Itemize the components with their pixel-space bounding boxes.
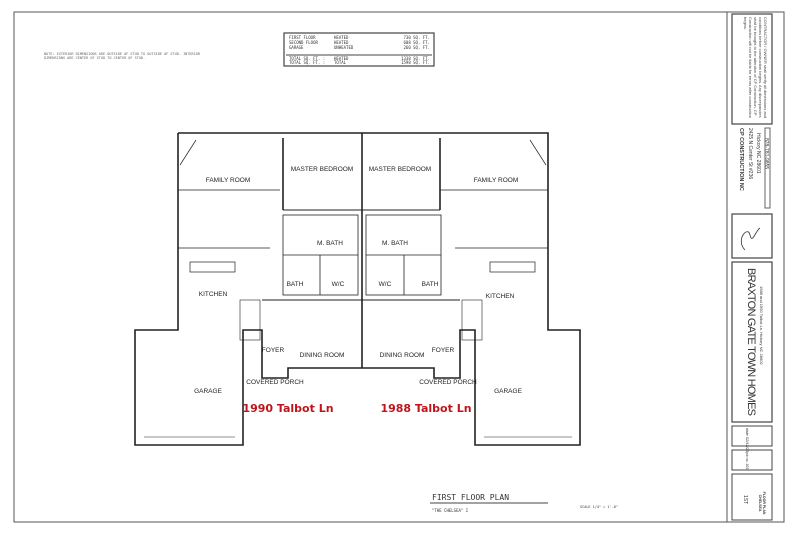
room-label: BATH <box>422 281 439 288</box>
total-label: TOTAL SQ. FT. : <box>289 60 325 65</box>
address-left: 1990 Talbot Ln <box>242 402 333 415</box>
row-type: UNHEATED <box>334 45 354 50</box>
sheet-code: 1ST <box>742 495 748 504</box>
room-label: COVERED PORCH <box>246 379 304 386</box>
total-area: 1598 SQ. FT. <box>401 60 430 65</box>
title-block: CONTRACTOR / OWNER shall verify all dime… <box>731 13 773 521</box>
scale-note: SCALE 1/4" = 1'-0" <box>580 505 618 509</box>
row-label: FIRST FLOOR <box>289 35 316 40</box>
room-label: MASTER BEDROOM <box>369 166 431 173</box>
row-type: HEATED <box>334 40 349 45</box>
sheet-date: date 02/11/23 <box>745 428 750 453</box>
room-label: FOYER <box>432 347 455 354</box>
row-area: 730 SQ. FT. <box>404 35 431 40</box>
room-label: GARAGE <box>194 388 222 395</box>
company-city: Hickory NC 28601 <box>755 133 761 174</box>
room-label: M. BATH <box>317 240 343 247</box>
row-area: 260 SQ. FT. <box>404 45 431 50</box>
company-name: CP CONSTRUCTION NC <box>738 128 744 191</box>
sheet-name: FLOOR PLAN CHELSEA <box>758 492 766 515</box>
total-area: 1338 SQ. FT. <box>401 56 430 61</box>
room-label: KITCHEN <box>486 293 515 300</box>
row-label: SECOND FLOOR <box>289 40 318 45</box>
dimension-note: NOTE: EXTERIOR DIMENSIONS ARE OUTSIDE OF… <box>44 52 200 60</box>
company-address: 2425 N Center St #236 <box>747 128 753 179</box>
project-address: 1988 and 1990 Talbot Ln. Hickory NC 2860… <box>759 286 764 365</box>
room-label: KITCHEN <box>199 291 228 298</box>
room-label: FOYER <box>262 347 285 354</box>
row-area: 608 SQ. FT. <box>404 40 431 45</box>
room-label: COVERED PORCH <box>419 379 477 386</box>
room-label: M. BATH <box>382 240 408 247</box>
project-name: BRAXTON GATE TOWN HOMES <box>745 268 757 416</box>
row-type: HEATED <box>334 35 349 40</box>
sheet-border <box>13 11 785 523</box>
room-label: W/C <box>379 281 392 288</box>
room-label: GARAGE <box>494 388 522 395</box>
address-right: 1988 Talbot Ln <box>380 402 471 415</box>
job-number: job no. 203 <box>745 451 749 469</box>
plan-subtitle: "THE CHELSEA" I <box>432 508 469 513</box>
row-label: GARAGE <box>289 45 304 50</box>
room-label: DINING ROOM <box>380 352 425 359</box>
room-label: MASTER BEDROOM <box>291 166 353 173</box>
total-type: TOTAL <box>334 60 347 65</box>
room-label: BATH <box>287 281 304 288</box>
room-label: FAMILY ROOM <box>474 177 519 184</box>
plan-title: FIRST FLOOR PLAN <box>432 493 509 502</box>
company-phone: 828-781-9855 <box>763 138 769 169</box>
signature-box <box>731 213 773 259</box>
area-table: FIRST FLOOR HEATED 730 SQ. FT. SECOND FL… <box>283 32 435 67</box>
total-type: HEATED <box>334 56 349 61</box>
disclaimer-text: CONTRACTOR / OWNER shall verify all dime… <box>743 17 768 118</box>
plan-walls <box>134 132 581 446</box>
signature <box>740 227 761 251</box>
total-label: TOTAL SQ. FT. : <box>289 56 325 61</box>
room-label: FAMILY ROOM <box>206 177 251 184</box>
room-label: DINING ROOM <box>300 352 345 359</box>
room-label: W/C <box>332 281 345 288</box>
